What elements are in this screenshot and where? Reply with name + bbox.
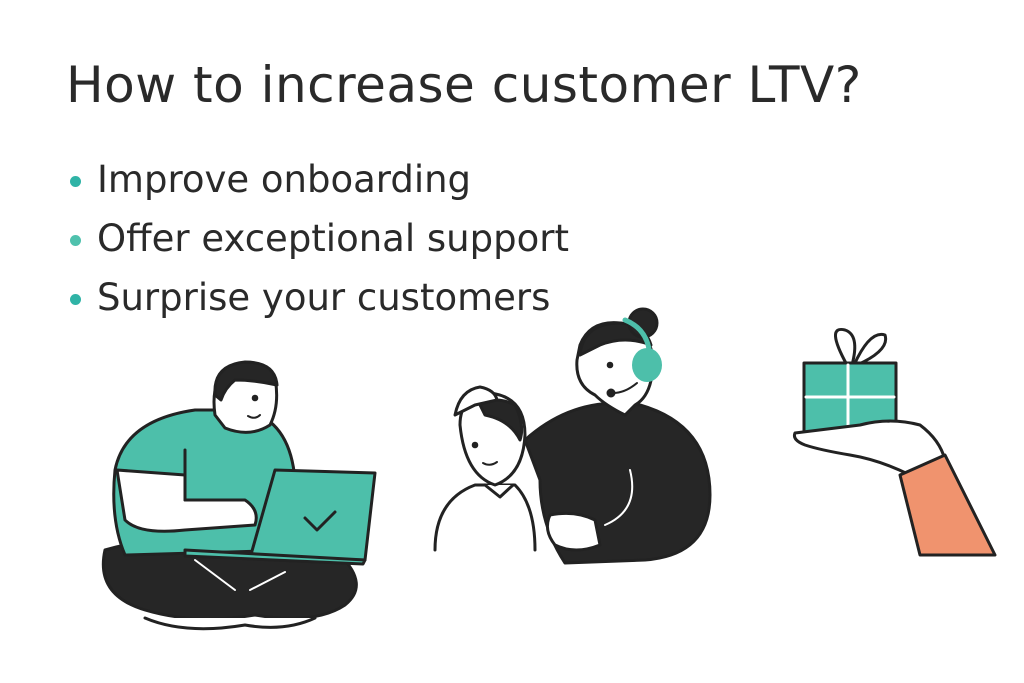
support-agent-illustration: [433, 307, 712, 565]
page-title: How to increase customer LTV?: [66, 56, 862, 114]
bullet-label: Offer exceptional support: [97, 217, 569, 260]
bullet-label: Improve onboarding: [97, 158, 472, 201]
bullet-dot-icon: [70, 235, 81, 246]
person-with-laptop-illustration: [101, 360, 377, 631]
bullet-item: Offer exceptional support: [70, 209, 569, 268]
bullet-item: Surprise your customers: [70, 268, 569, 327]
bullet-item: Improve onboarding: [70, 150, 569, 209]
gift-offer-illustration: [793, 327, 997, 557]
bullet-dot-icon: [70, 294, 81, 305]
bullet-label: Surprise your customers: [97, 276, 551, 319]
bullet-dot-icon: [70, 176, 81, 187]
bullet-list: Improve onboarding Offer exceptional sup…: [70, 150, 569, 327]
